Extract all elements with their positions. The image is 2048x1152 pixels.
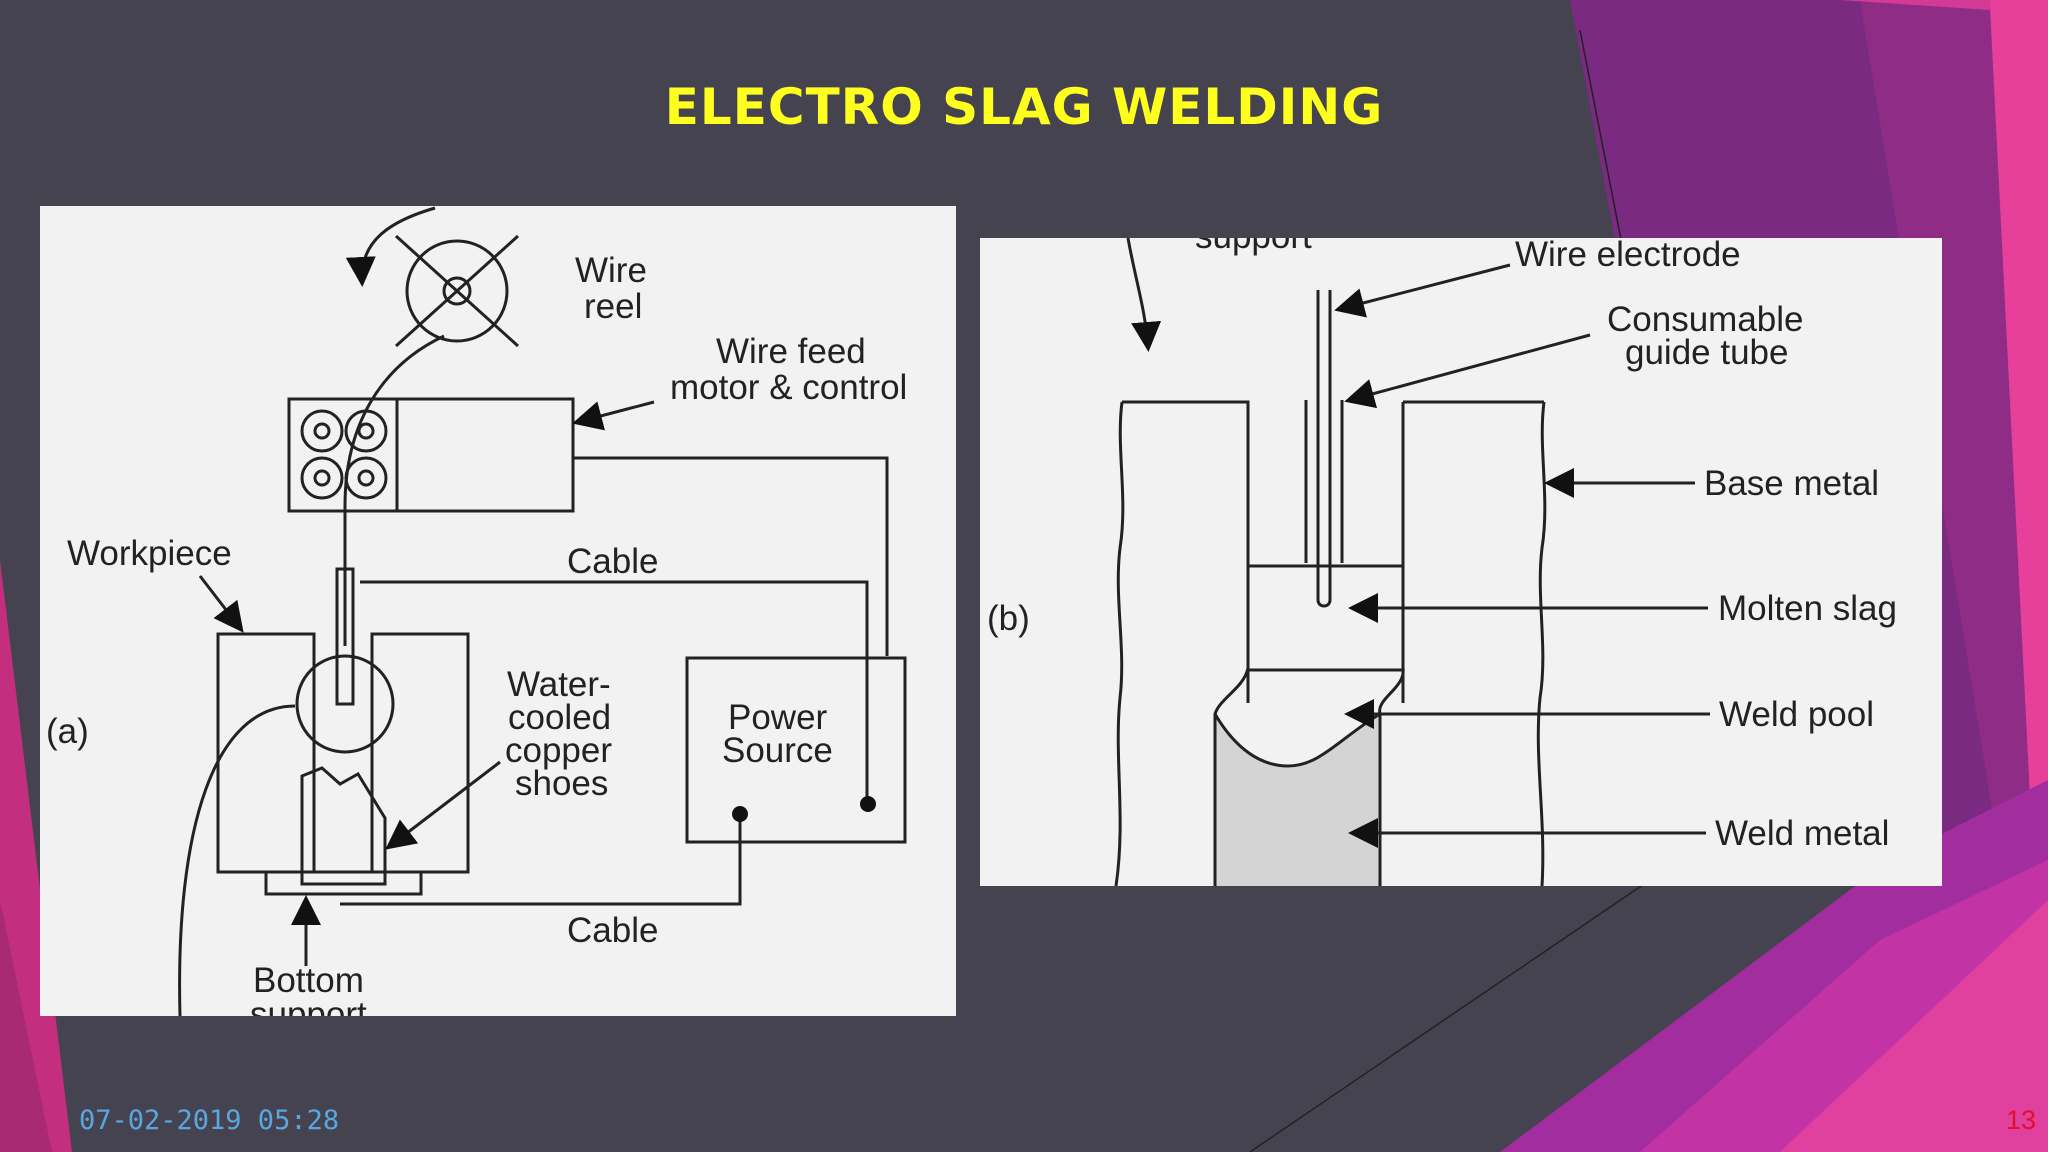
diagram-b-panel: support Wire electrode Consumable guide … [980, 238, 1942, 886]
wire-reel-icon [394, 234, 520, 348]
label-wire-feed-2: motor & control [670, 368, 907, 407]
label-panel-a: (a) [46, 712, 89, 751]
diagram-b: support Wire electrode Consumable guide … [987, 238, 1897, 886]
label-support: support [1195, 238, 1312, 256]
label-water-2: cooled [508, 698, 611, 737]
diagram-a-panel: Wire reel Wire feed motor & control Work… [40, 206, 956, 1016]
label-power-1: Power [728, 698, 828, 737]
diagram-a: Wire reel Wire feed motor & control Work… [46, 206, 907, 1016]
label-wire-reel-1: Wire [575, 251, 647, 290]
slide-page-number: 13 [2005, 1105, 2036, 1135]
label-water-3: copper [505, 731, 612, 770]
label-bottom-support-2: support [250, 995, 367, 1016]
label-weld-metal: Weld metal [1715, 814, 1889, 853]
wire-feed-box [287, 397, 575, 513]
slide-title: ELECTRO SLAG WELDING [664, 78, 1384, 136]
label-workpiece: Workpiece [67, 534, 232, 573]
label-weld-pool: Weld pool [1719, 695, 1874, 734]
label-wire-electrode: Wire electrode [1515, 238, 1741, 274]
label-wire-feed-1: Wire feed [716, 332, 866, 371]
label-power-2: Source [722, 731, 833, 770]
label-guide-tube-2: guide tube [1625, 333, 1788, 372]
label-molten-slag: Molten slag [1718, 589, 1897, 628]
label-cable-bottom: Cable [567, 911, 658, 950]
label-panel-b: (b) [987, 599, 1030, 638]
label-guide-tube-1: Consumable [1607, 300, 1804, 339]
label-bottom-support-1: Bottom [253, 961, 364, 1000]
label-wire-reel-2: reel [584, 287, 642, 326]
slide-date: 07-02-2019 05:28 [79, 1105, 340, 1136]
label-water-1: Water- [507, 665, 611, 704]
label-cable-top: Cable [567, 542, 658, 581]
power-source-box [685, 656, 907, 844]
label-base-metal: Base metal [1704, 464, 1879, 503]
label-water-4: shoes [515, 764, 608, 803]
